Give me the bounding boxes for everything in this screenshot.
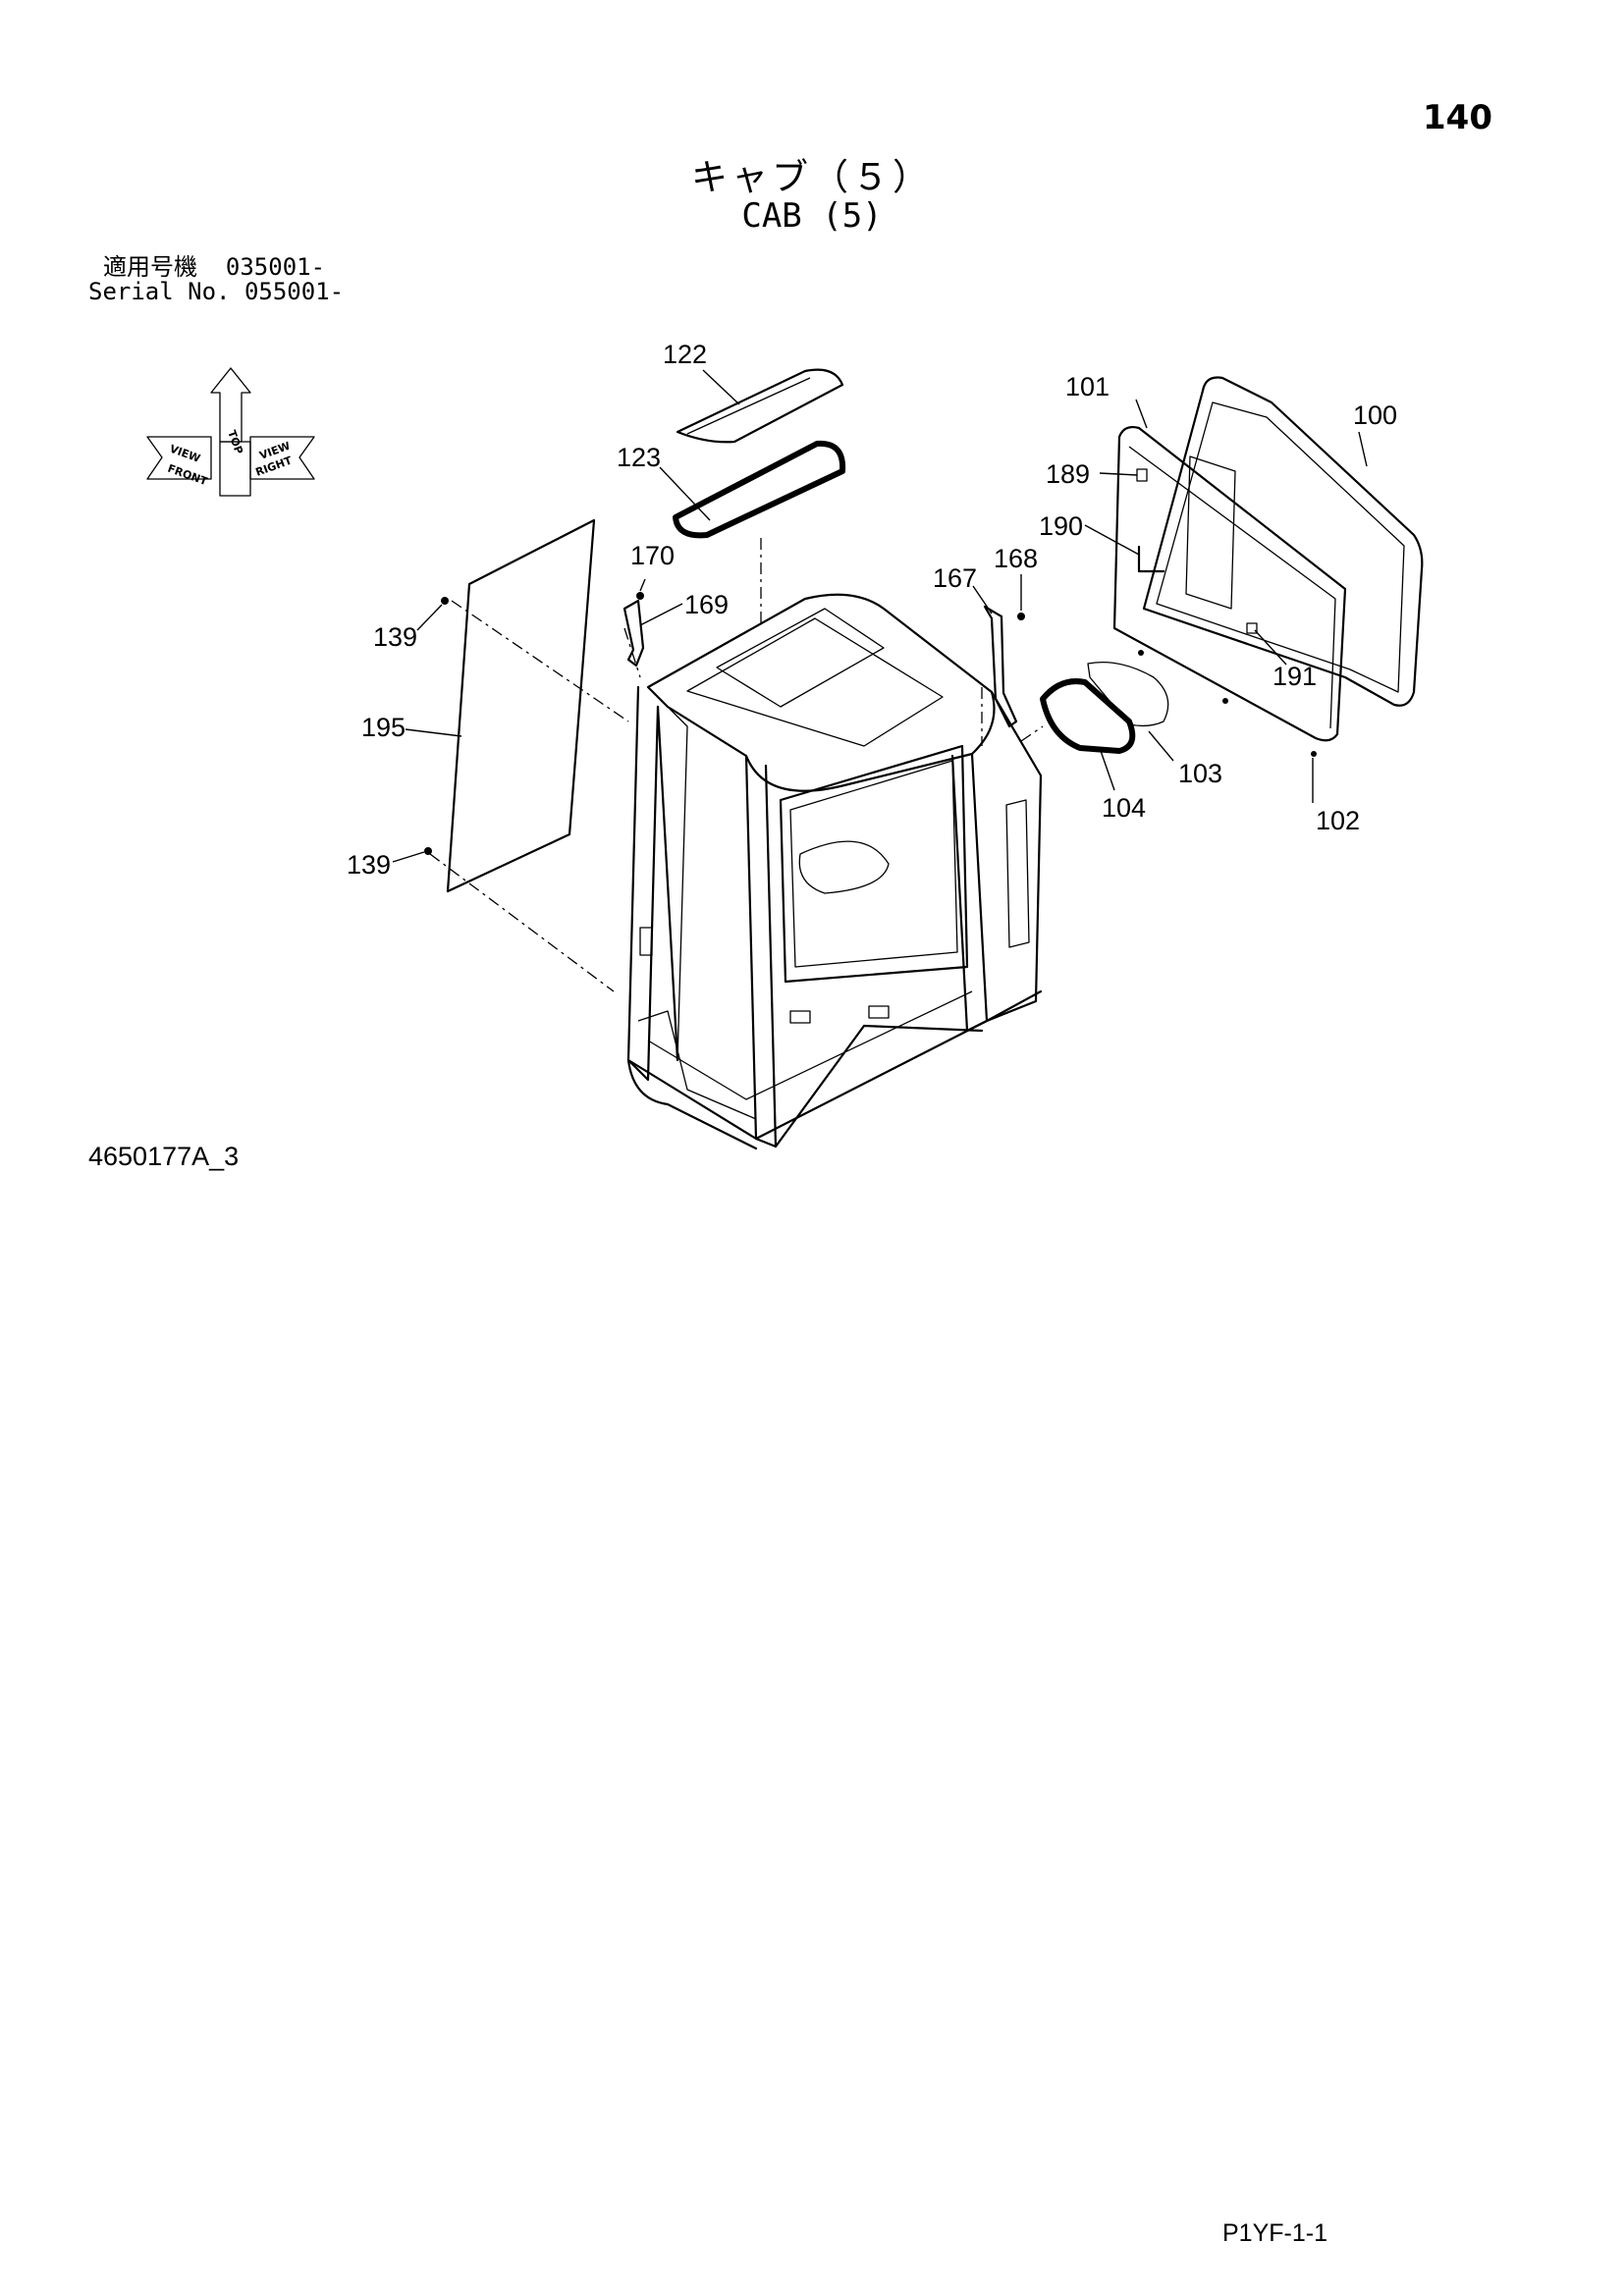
- callout-191: 191: [1272, 662, 1317, 691]
- serial-value-japanese: 035001-: [225, 253, 326, 281]
- part-100-door-frame: [1142, 376, 1424, 707]
- callout-122: 122: [663, 340, 707, 369]
- serial-range-japanese: 適用号機 035001-: [103, 253, 325, 281]
- callout-167: 167: [933, 563, 977, 593]
- callout-169: 169: [684, 590, 729, 619]
- orientation-indicator-icon: TOP FRONT RIGHT VIEW VIEW: [146, 367, 315, 497]
- callout-195: 195: [361, 713, 406, 742]
- page-number: 140: [1423, 98, 1492, 137]
- serial-label-english: Serial No.: [88, 278, 231, 305]
- part-169-bracket: [623, 592, 645, 667]
- callout-170: 170: [630, 541, 675, 570]
- page-title-japanese: キャブ（５）: [691, 156, 933, 198]
- part-102-bolt: [1311, 751, 1317, 757]
- part-139-bolt-top: [441, 597, 449, 605]
- callout-189: 189: [1046, 459, 1090, 489]
- part-168-bolt: [1017, 613, 1025, 620]
- part-195-side-window: [446, 518, 596, 893]
- orientation-view-left-label: VIEW: [168, 443, 202, 465]
- serial-label-japanese: 適用号機: [103, 253, 197, 281]
- part-103-small-glass: [1087, 661, 1169, 727]
- callout-103: 103: [1178, 759, 1222, 788]
- part-170-bolt: [636, 592, 644, 600]
- callout-104: 104: [1102, 793, 1146, 823]
- callout-190: 190: [1039, 511, 1083, 541]
- part-104-window-seal: [1040, 678, 1136, 754]
- part-190-fitting: [1137, 545, 1165, 573]
- page-title-english: CAB (5): [741, 196, 883, 236]
- callout-100: 100: [1353, 400, 1397, 430]
- leader-lines: [392, 369, 1368, 863]
- figure-code: 4650177A_3: [88, 1142, 240, 1171]
- callout-102: 102: [1316, 806, 1360, 835]
- part-123-roof-seal: [673, 440, 846, 539]
- callout-123: 123: [617, 443, 661, 472]
- callout-139-bottom: 139: [347, 850, 391, 880]
- front-arrow-icon: [146, 436, 212, 480]
- callout-139-top: 139: [373, 622, 417, 652]
- callout-101: 101: [1065, 372, 1110, 401]
- part-189-fitting: [1136, 468, 1148, 482]
- callout-168: 168: [994, 544, 1038, 573]
- cab-frame: [626, 593, 1043, 1150]
- part-167-handle: [983, 605, 1025, 728]
- reference-code: P1YF-1-1: [1222, 2219, 1327, 2247]
- part-139-bolt-bottom: [424, 847, 432, 855]
- part-191-fitting: [1246, 622, 1258, 634]
- serial-range-english: Serial No. 055001-: [88, 278, 344, 305]
- orientation-front-label: FRONT: [166, 462, 209, 489]
- part-122-roof-cover: [676, 368, 844, 444]
- orientation-cube-icon: [219, 441, 251, 497]
- assembly-lines: [429, 538, 1044, 992]
- serial-value-english: 055001-: [244, 278, 345, 305]
- top-arrow-icon: [210, 367, 251, 443]
